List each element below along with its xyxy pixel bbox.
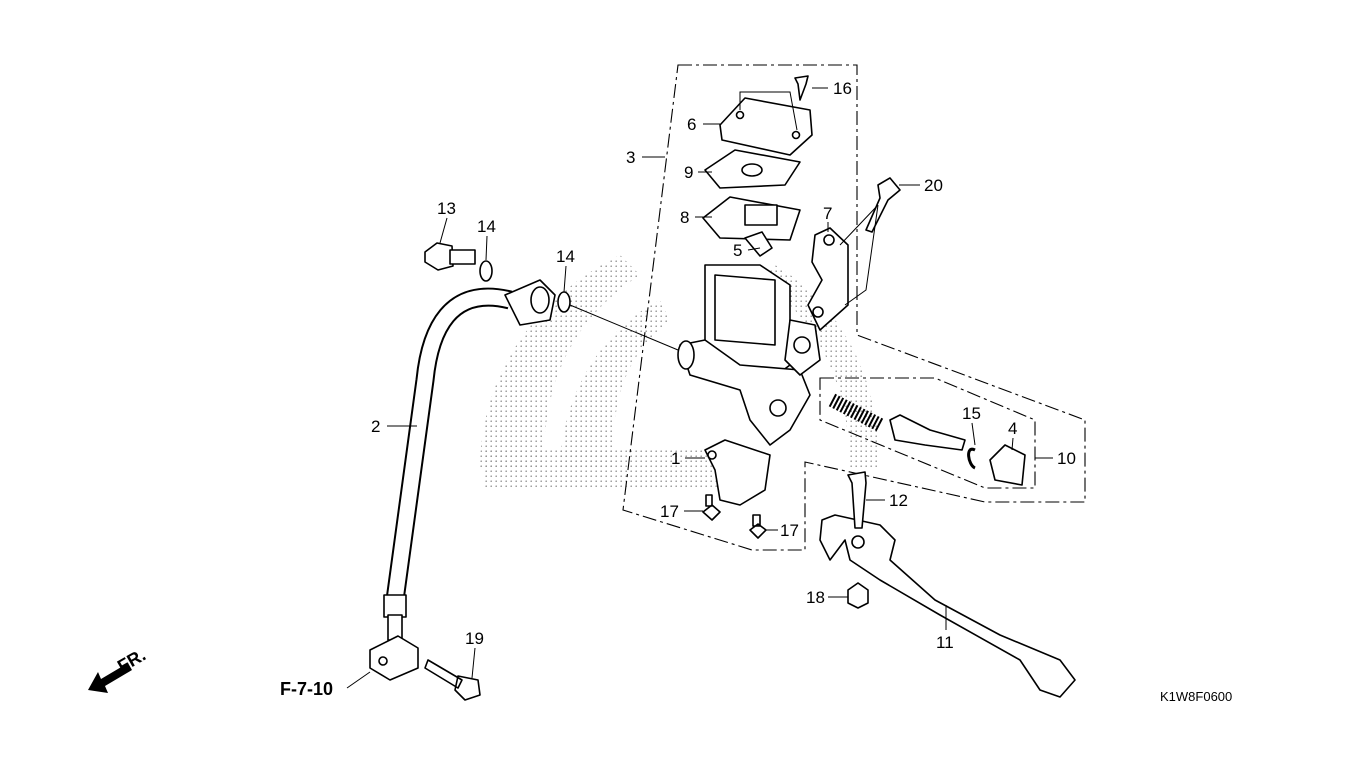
callout-13: 13 [437, 199, 456, 218]
sealing-washer [479, 260, 493, 282]
sealing-washer [557, 291, 571, 313]
callout-12: 12 [889, 491, 908, 510]
callout-10: 10 [1057, 449, 1076, 468]
reservoir-cap [719, 97, 813, 156]
callout-9: 9 [684, 163, 693, 182]
screw-16 [794, 75, 809, 101]
screw-17 [749, 514, 767, 539]
callout-7: 7 [823, 204, 832, 223]
circlip [967, 447, 976, 470]
callout-4: 4 [1008, 419, 1017, 438]
callout-2: 2 [371, 417, 380, 436]
callout-11: 11 [936, 633, 954, 652]
callout-6: 6 [687, 115, 696, 134]
brake-lever [819, 514, 1076, 698]
float-plate [744, 231, 773, 257]
callout-17: 17 [660, 502, 679, 521]
piston [889, 414, 966, 451]
leader-lines [346, 87, 1053, 689]
callout-5: 5 [733, 241, 742, 260]
callouts: 16 6 3 9 20 8 7 5 13 14 14 2 15 4 10 1 1… [371, 79, 1076, 652]
pivot-nut [847, 582, 869, 609]
callout-1: 1 [671, 449, 680, 468]
callout-19: 19 [465, 629, 484, 648]
front-direction-arrow: FR. [88, 645, 149, 693]
callout-14: 14 [477, 217, 496, 236]
spring [828, 393, 884, 432]
callout-8: 8 [680, 208, 689, 227]
front-stop-switch [704, 439, 771, 506]
diagram-code: K1W8F0600 [1160, 689, 1232, 704]
pivot-bolt [847, 471, 867, 529]
honda-watermark [480, 255, 880, 488]
callout-16: 16 [833, 79, 852, 98]
master-cylinder-holder [807, 227, 849, 331]
screw-17 [702, 494, 721, 521]
callout-3: 3 [626, 148, 635, 167]
boot [989, 444, 1026, 486]
assembly-10-outline [819, 377, 1036, 489]
holder-bolt [865, 177, 901, 233]
callout-17: 17 [780, 521, 799, 540]
assembly-3-outline [622, 64, 1086, 551]
brake-hose [369, 279, 556, 681]
callout-18: 18 [806, 588, 825, 607]
master-cylinder [677, 264, 821, 446]
callout-14: 14 [556, 247, 575, 266]
callout-20: 20 [924, 176, 943, 195]
page-reference[interactable]: F-7-10 [280, 679, 333, 699]
callout-15: 15 [962, 404, 981, 423]
banjo-bolt [424, 242, 476, 271]
bolt-19 [424, 659, 481, 701]
